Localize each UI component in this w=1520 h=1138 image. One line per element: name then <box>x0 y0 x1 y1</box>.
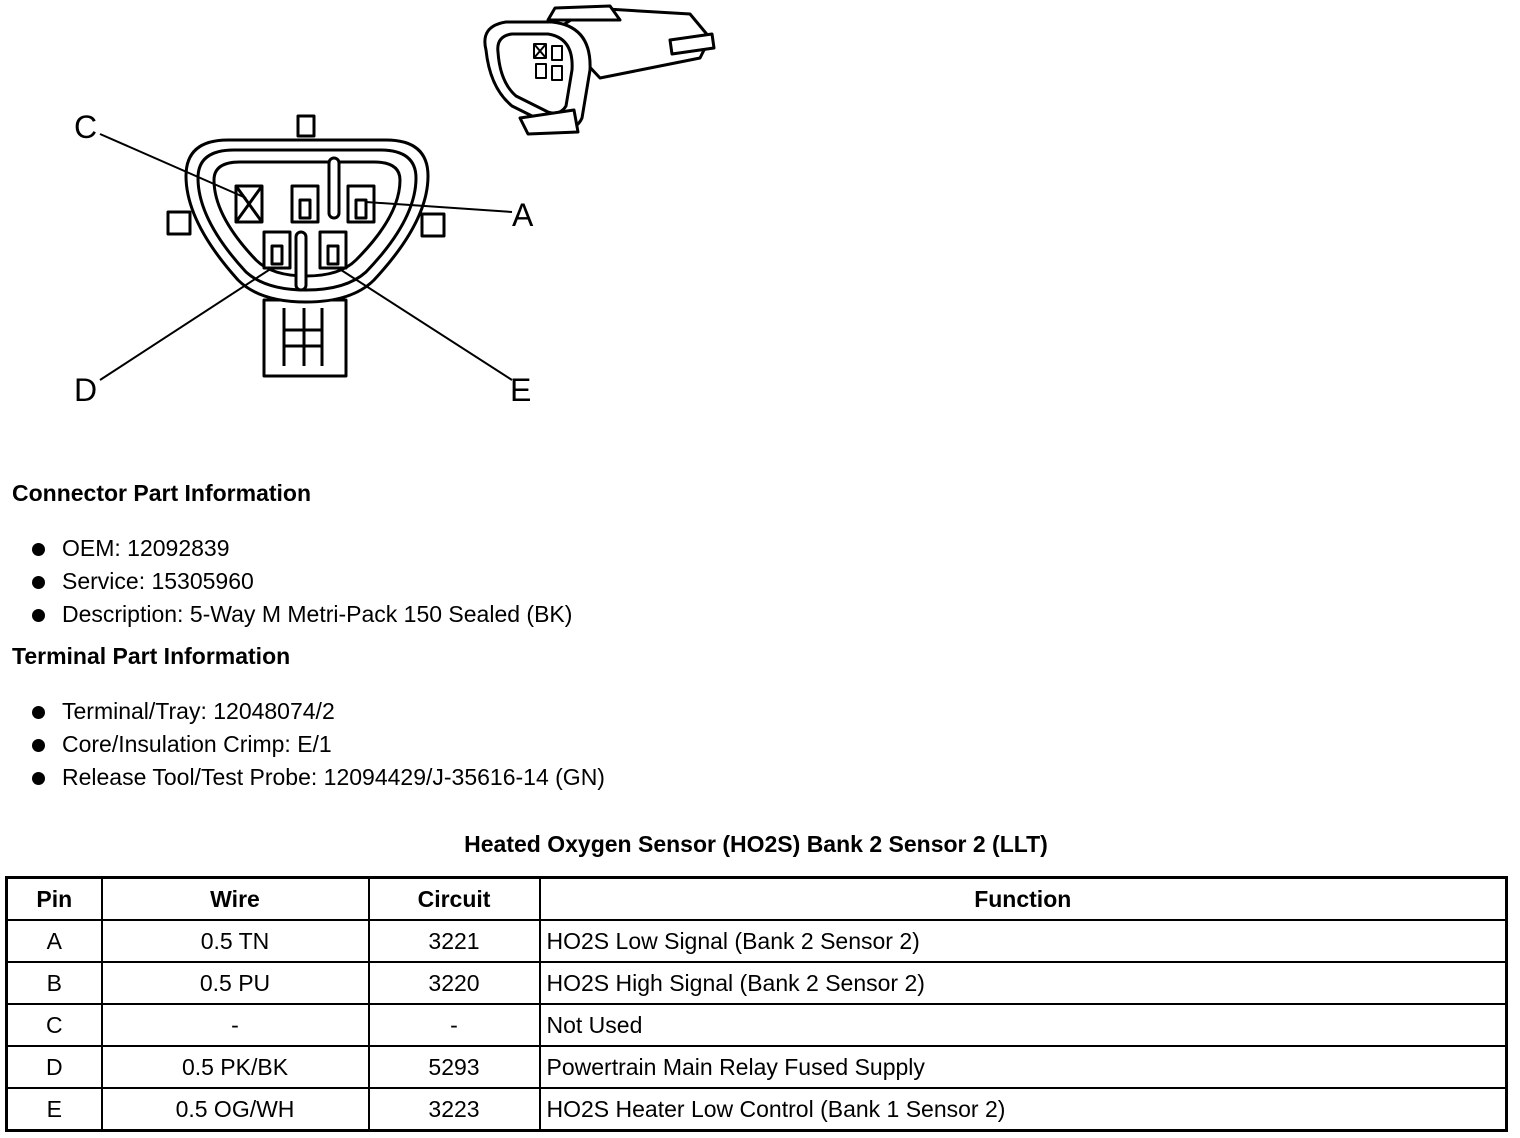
cell-wire: - <box>100 1003 370 1047</box>
list-item: Terminal/Tray: 12048074/2 <box>30 695 605 728</box>
table-row: E 0.5 OG/WH 3223 HO2S Heater Low Control… <box>5 1087 1508 1132</box>
cell-pin: D <box>5 1045 103 1089</box>
terminal-info-heading: Terminal Part Information <box>12 643 291 669</box>
list-item: Core/Insulation Crimp: E/1 <box>30 728 605 761</box>
cell-pin: A <box>5 919 103 963</box>
pin-label-e: E <box>510 372 531 408</box>
table-row: C - - Not Used <box>5 1003 1508 1047</box>
table-header-row: Pin Wire Circuit Function <box>5 876 1508 921</box>
header-circuit: Circuit <box>367 876 541 921</box>
cell-pin: E <box>5 1087 103 1132</box>
header-wire: Wire <box>100 876 370 921</box>
cell-pin: B <box>5 961 103 1005</box>
connector-3d-view <box>483 4 716 136</box>
connector-diagram: C A D E <box>74 4 716 408</box>
pin-label-a: A <box>512 197 534 233</box>
table-row: D 0.5 PK/BK 5293 Powertrain Main Relay F… <box>5 1045 1508 1089</box>
pin-label-d: D <box>74 372 97 408</box>
cell-wire: 0.5 OG/WH <box>100 1087 370 1132</box>
header-pin: Pin <box>5 876 103 921</box>
cell-circuit: 3220 <box>367 961 541 1005</box>
list-item: Service: 15305960 <box>30 565 572 598</box>
table-row: A 0.5 TN 3221 HO2S Low Signal (Bank 2 Se… <box>5 919 1508 963</box>
bullet-icon <box>32 772 45 785</box>
pin-label-c: C <box>74 109 97 145</box>
list-item: Release Tool/Test Probe: 12094429/J-3561… <box>30 761 605 794</box>
bullet-icon <box>32 609 45 622</box>
cell-circuit: 3221 <box>367 919 541 963</box>
bullet-icon <box>32 543 45 556</box>
cell-function: Not Used <box>538 1003 1508 1047</box>
list-item: Description: 5-Way M Metri-Pack 150 Seal… <box>30 598 572 631</box>
bullet-icon <box>32 739 45 752</box>
cell-function: HO2S Heater Low Control (Bank 1 Sensor 2… <box>538 1087 1508 1132</box>
table-title: Heated Oxygen Sensor (HO2S) Bank 2 Senso… <box>464 831 1048 857</box>
bullet-icon <box>32 706 45 719</box>
list-item: OEM: 12092839 <box>30 532 572 565</box>
cell-circuit: - <box>367 1003 541 1047</box>
cell-function: HO2S High Signal (Bank 2 Sensor 2) <box>538 961 1508 1005</box>
cell-circuit: 3223 <box>367 1087 541 1132</box>
cell-wire: 0.5 PK/BK <box>100 1045 370 1089</box>
cell-wire: 0.5 PU <box>100 961 370 1005</box>
connector-info-list: OEM: 12092839 Service: 15305960 Descript… <box>30 532 572 631</box>
leader-lines <box>99 133 513 381</box>
cell-circuit: 5293 <box>367 1045 541 1089</box>
cell-function: HO2S Low Signal (Bank 2 Sensor 2) <box>538 919 1508 963</box>
header-function: Function <box>538 876 1508 921</box>
cell-wire: 0.5 TN <box>100 919 370 963</box>
connector-face-view <box>166 114 446 378</box>
terminal-info-list: Terminal/Tray: 12048074/2 Core/Insulatio… <box>30 695 605 794</box>
pinout-table: Pin Wire Circuit Function A 0.5 TN 3221 … <box>5 876 1508 1132</box>
connector-info-heading: Connector Part Information <box>12 480 312 506</box>
bullet-icon <box>32 576 45 589</box>
table-row: B 0.5 PU 3220 HO2S High Signal (Bank 2 S… <box>5 961 1508 1005</box>
cell-function: Powertrain Main Relay Fused Supply <box>538 1045 1508 1089</box>
cell-pin: C <box>5 1003 103 1047</box>
